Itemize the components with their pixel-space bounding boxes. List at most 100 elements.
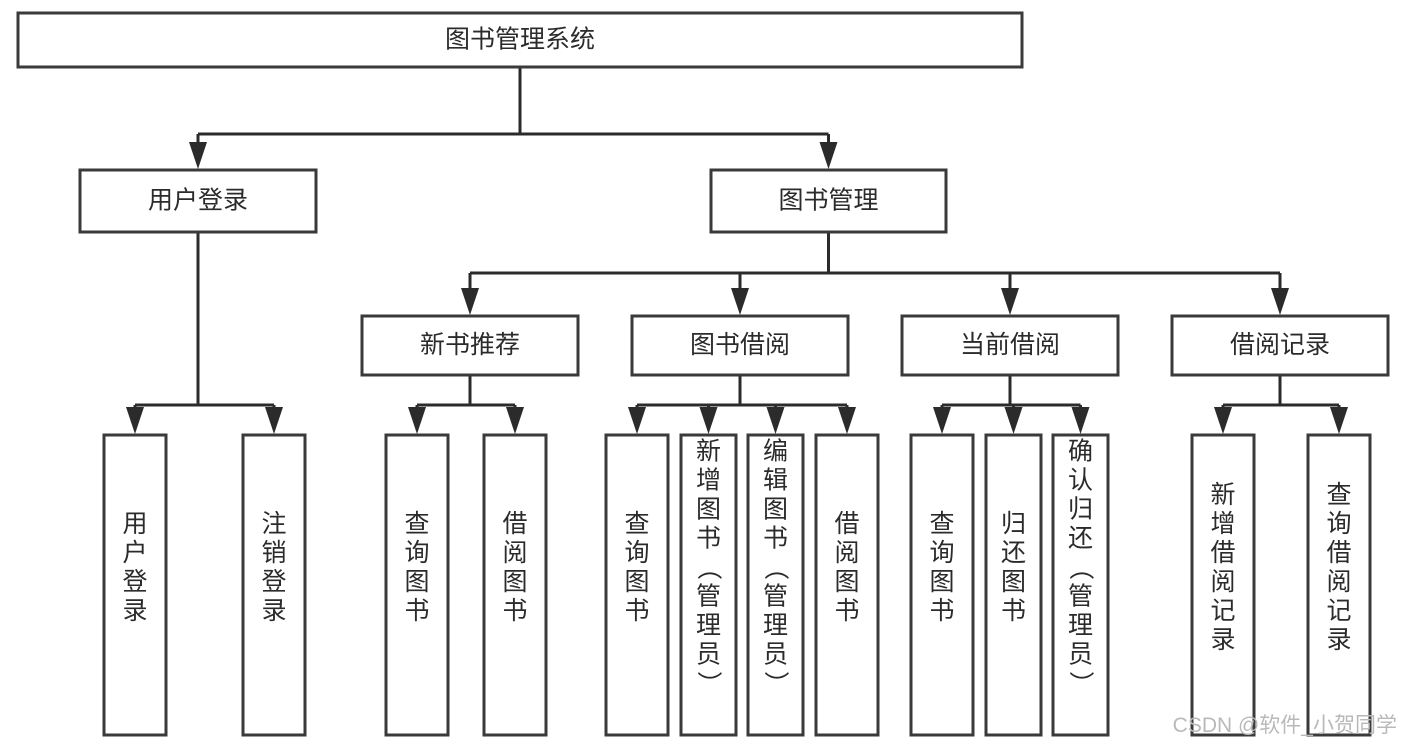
node-l2-用户登录[interactable]: 用户登录 [78,168,318,234]
node-l2-图书管理[interactable]: 图书管理 [709,168,948,234]
nodes-layer: 用户登录图书管理新书推荐图书借阅当前借阅借阅记录图书管理系统用户登录注销登录查询… [16,11,1390,737]
node-label-char: 查 [1326,481,1351,509]
node-label-char: 图 [624,568,649,596]
node-l3-借阅记录[interactable]: 借阅记录 [1170,314,1390,377]
node-label-char: 登 [261,568,286,596]
node-box [909,433,975,737]
node-label-char: 书 [624,597,649,625]
node-box [78,168,318,234]
node-label-char: 图 [404,568,429,596]
node-label: 图书借阅 [690,331,790,359]
node-label-char: 确 [1068,438,1093,466]
node-label-char: 新 [696,438,721,466]
node-label-char: 管 [763,583,788,611]
node-box [1306,433,1372,737]
node-root-图书管理系统[interactable]: 图书管理系统 [16,11,1024,69]
node-label-char: 增 [696,467,721,495]
node-l3-新书推荐[interactable]: 新书推荐 [360,314,580,377]
node-label-char: 增 [1210,510,1235,538]
node-label-char: 图 [929,568,954,596]
node-label-char: 归 [1068,496,1093,524]
arrow-head-icon [1004,407,1023,434]
node-box [241,433,307,737]
node-box [1190,433,1256,737]
node-box [709,168,948,234]
node-box [679,433,738,737]
arrow-head-icon [731,288,749,315]
node-label-char: ） [762,671,790,696]
node-label-char: 员 [1068,641,1093,669]
node-label-char: 理 [1068,612,1093,640]
node-label-char: 借 [1326,539,1351,567]
node-label-char: 归 [1001,510,1026,538]
node-box [604,433,670,737]
node-label-char: 图 [502,568,527,596]
node-label-char: 阅 [502,539,527,567]
node-label-char: 图 [1001,568,1026,596]
node-label: 用户登录 [148,187,248,215]
arrow-head-icon [506,407,524,434]
node-label-char: 询 [404,539,429,567]
node-label-char: 注 [261,510,286,538]
arrow-head-icon [766,407,785,434]
node-label-char: 还 [1001,539,1026,567]
node-label-char: 查 [404,510,429,538]
arrow-head-icon [1330,407,1348,434]
node-label-char: 录 [1210,626,1235,654]
node-label-char: 书 [404,597,429,625]
arrow-head-icon [1071,407,1090,434]
connector-links-layer [126,67,1348,434]
node-leaf-用户登录[interactable]: 用户登录 [102,433,168,737]
node-label-char: 查 [624,510,649,538]
node-box [984,433,1043,737]
node-box [16,11,1024,69]
node-label-char: 借 [502,510,527,538]
node-l3-图书借阅[interactable]: 图书借阅 [630,314,850,377]
node-label-char: 录 [261,597,286,625]
node-label-char: （ [1067,555,1095,580]
node-label-char: 图 [696,496,721,524]
node-label-char: 员 [763,641,788,669]
node-label-char: 辑 [763,467,788,495]
node-label-char: 借 [1210,539,1235,567]
node-label-char: 图 [834,568,859,596]
node-label-char: ） [1067,671,1095,696]
arrow-head-icon [265,407,283,434]
node-box [630,314,850,377]
arrow-head-icon [1271,288,1289,315]
node-label-char: ） [695,671,723,696]
node-box [900,314,1120,377]
node-box [102,433,168,737]
node-box [384,433,450,737]
arrow-head-icon [1001,288,1019,315]
node-label-char: 询 [624,539,649,567]
node-label-char: 记 [1210,597,1235,625]
node-label-char: 用 [122,510,147,538]
node-label-char: 理 [763,612,788,640]
node-box [482,433,548,737]
node-label-char: 还 [1068,525,1093,553]
arrow-head-icon [838,407,856,434]
node-label-char: 图 [763,496,788,524]
node-l3-当前借阅[interactable]: 当前借阅 [900,314,1120,377]
node-label-char: 阅 [1210,568,1235,596]
node-label-char: 书 [929,597,954,625]
node-label: 图书管理 [778,187,878,215]
node-label: 当前借阅 [960,331,1060,359]
node-label-char: 书 [834,597,859,625]
node-label-char: 询 [929,539,954,567]
node-label-char: 销 [261,539,286,567]
